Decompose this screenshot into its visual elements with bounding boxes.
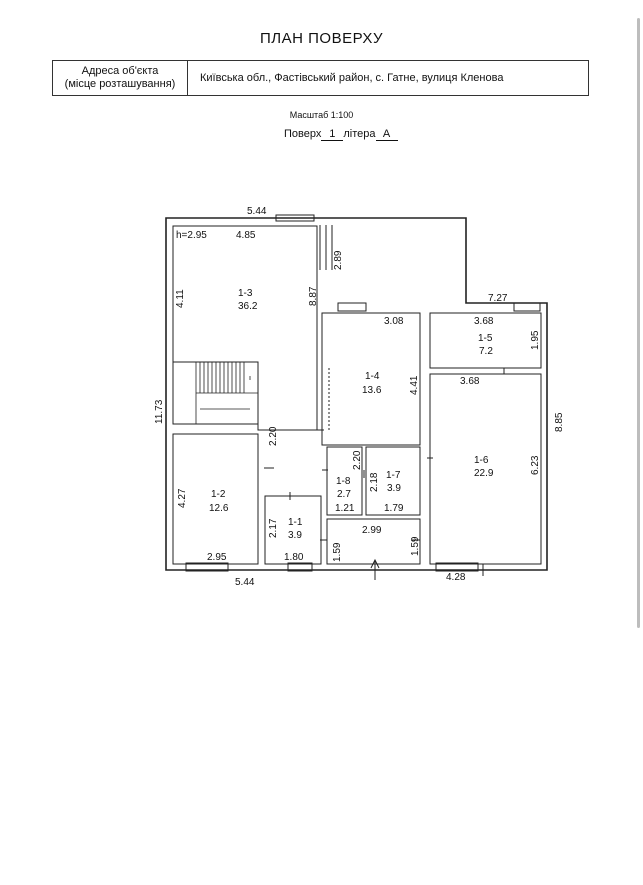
dim-room14-right: 4.41 (409, 375, 420, 395)
litera-value: А (375, 128, 398, 141)
floor-value: 1 (321, 128, 344, 141)
dim-hall-right: 1.59 (410, 536, 421, 556)
room-1-2-id: 1-2 (211, 489, 226, 500)
room-1-4-id: 1-4 (365, 371, 380, 382)
dim-room12-bottom: 2.95 (207, 552, 227, 563)
room-1-4-area: 13.6 (362, 385, 382, 396)
room-1-5-area: 7.2 (479, 346, 493, 357)
floor-prefix: Поверх (284, 128, 322, 140)
dim-room14-top: 3.08 (384, 316, 404, 327)
room-1-7-id: 1-7 (386, 470, 401, 481)
dim-bottom-left: 5.44 (235, 577, 255, 588)
room-1-3-area: 36.2 (238, 301, 258, 312)
page-title: ПЛАН ПОВЕРХУ (260, 30, 383, 47)
dim-room11-left: 2.17 (268, 518, 279, 538)
dim-right-overall-top: 7.27 (488, 293, 508, 304)
scale-label: Масштаб 1:100 (289, 110, 354, 120)
room-1-7-area: 3.9 (387, 483, 401, 494)
dim-room15-top: 3.68 (474, 316, 494, 327)
wall-room-1-2 (172, 433, 259, 565)
dim-room18-right: 2.20 (352, 450, 363, 470)
dim-bottom-right: 4.28 (446, 572, 466, 583)
wall-room-1-3 (172, 225, 318, 431)
room-1-8-id: 1-8 (336, 476, 351, 487)
address-label: Адреса об'єкта (місце розташування) (53, 61, 188, 95)
outer-wall (165, 217, 548, 571)
page-scrollbar-thumb[interactable] (637, 18, 640, 628)
dim-top-overall: 5.44 (247, 206, 267, 217)
wall-room-1-1 (264, 495, 322, 565)
room-1-3-id: 1-3 (238, 288, 253, 299)
dim-room13-top: 4.85 (236, 230, 256, 241)
room-1-1-area: 3.9 (288, 530, 302, 541)
dim-room16-right: 6.23 (530, 455, 541, 475)
height-note: h=2.95 (176, 230, 207, 241)
wall-room-1-5 (429, 312, 542, 369)
room-1-8-area: 2.7 (337, 489, 351, 500)
dim-room16-top: 3.68 (460, 376, 480, 387)
dim-stair-hall: 2.20 (268, 426, 279, 446)
room-1-6-area: 22.9 (474, 468, 494, 479)
wall-room-1-6 (429, 373, 542, 565)
address-label-line1: Адреса об'єкта (81, 65, 159, 77)
dim-room18-bottom: 1.21 (335, 503, 355, 514)
wall-room-1-8 (326, 446, 363, 516)
address-value: Київська обл., Фастівський район, с. Гат… (200, 72, 504, 84)
dim-room17-left: 2.18 (369, 472, 380, 492)
room-1-6-id: 1-6 (474, 455, 489, 466)
room-1-5-id: 1-5 (478, 333, 493, 344)
dim-left-overall: 11.73 (154, 399, 165, 424)
address-label-line2: (місце розташування) (64, 78, 176, 90)
room-1-1-id: 1-1 (288, 517, 303, 528)
dim-hall-left: 1.59 (332, 542, 343, 562)
dim-right-overall: 8.85 (554, 412, 565, 432)
dim-room13-left: 4.11 (175, 289, 186, 308)
dim-room11-bottom: 1.80 (284, 552, 304, 563)
dim-room17-bottom: 1.79 (384, 503, 404, 514)
litera-prefix: літера (343, 128, 376, 140)
wall-room-1-4 (321, 312, 421, 446)
dim-room13-right: 8.87 (308, 286, 319, 306)
room-1-2-area: 12.6 (209, 503, 229, 514)
wall-room-1-7 (365, 446, 421, 516)
dim-room15-right: 1.95 (530, 330, 541, 350)
address-table: Адреса об'єкта (місце розташування) Київ… (52, 60, 589, 96)
dim-ext-top-vertical: 2.89 (333, 250, 344, 270)
dim-hall-top: 2.99 (362, 525, 382, 536)
dim-room12-left: 4.27 (177, 488, 188, 508)
